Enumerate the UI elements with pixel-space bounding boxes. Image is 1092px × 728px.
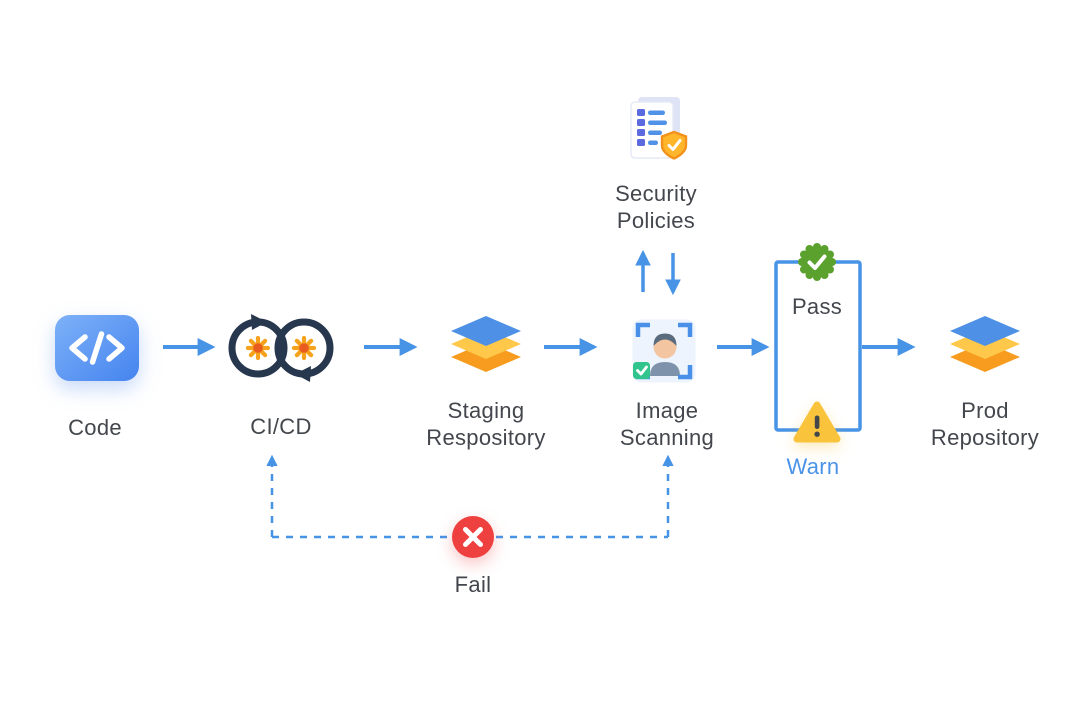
pass-label: Pass: [791, 294, 843, 319]
code-label: Code: [68, 415, 122, 440]
staging-label: Staging Respository: [386, 397, 586, 451]
fail-label: Fail: [454, 572, 492, 597]
security-policies-label: Security Policies: [556, 180, 756, 234]
security-policies-icon: [626, 95, 690, 169]
prod-label: Prod Repository: [885, 397, 1085, 451]
cicd-icon: [226, 310, 336, 386]
warn-triangle-icon: [793, 399, 841, 445]
fail-x-circle-icon: [450, 514, 496, 560]
image-scanning-label-line1: Image: [635, 398, 699, 423]
staging-layers-icon: [447, 316, 525, 374]
cicd-label: CI/CD: [250, 414, 312, 439]
code-icon: [54, 314, 140, 382]
image-scanning-label: Image Scanning: [567, 397, 767, 451]
prod-layers-icon: [946, 316, 1024, 374]
prod-label-line1: Prod: [961, 398, 1009, 423]
pass-check-seal-icon: [796, 241, 838, 283]
policy-arrows: [635, 249, 681, 296]
prod-label-line2: Repository: [930, 425, 1040, 450]
security-policies-label-line2: Policies: [616, 208, 696, 233]
staging-label-line1: Staging: [447, 398, 525, 423]
security-policies-label-line1: Security: [615, 181, 697, 206]
warn-label: Warn: [786, 454, 840, 479]
staging-label-line2: Respository: [426, 425, 546, 450]
image-scanning-icon: [631, 318, 697, 384]
image-scanning-label-line2: Scanning: [619, 425, 715, 450]
